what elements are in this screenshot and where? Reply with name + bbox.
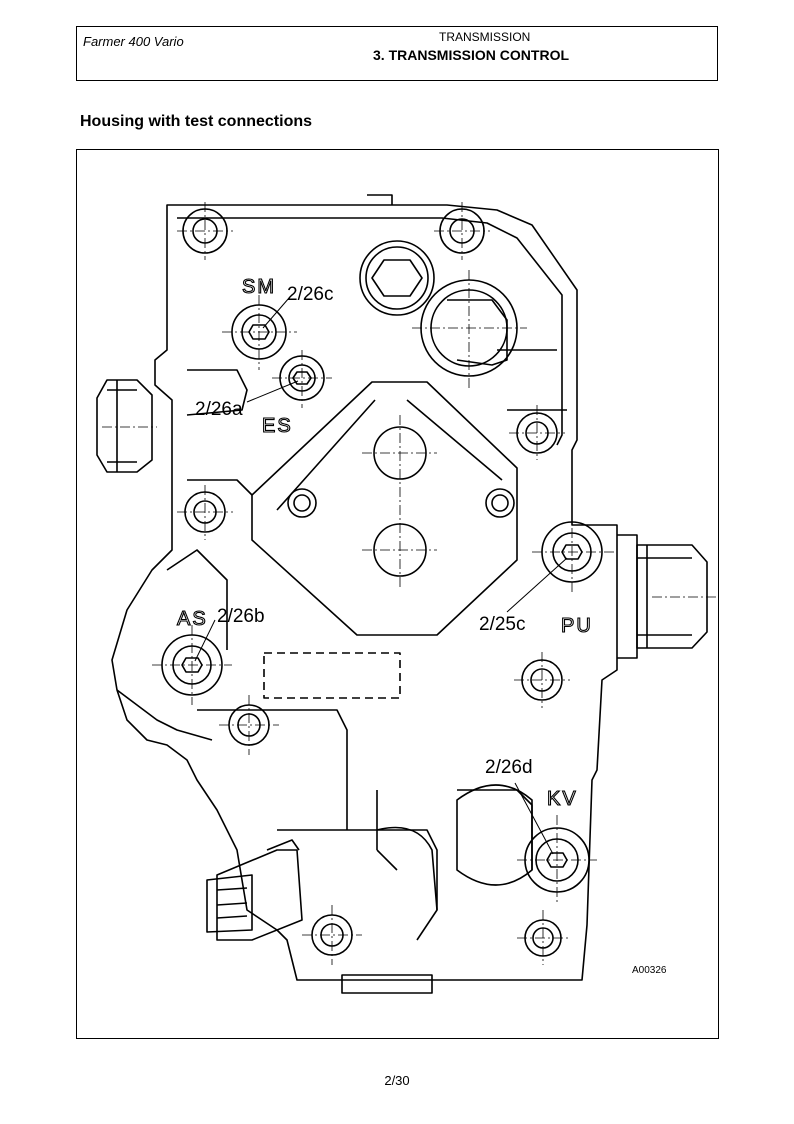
header-section: TRANSMISSION [439, 30, 531, 44]
electrical-connector [216, 849, 303, 941]
label-2-26a: 2/26a [195, 399, 243, 420]
page-header: Farmer 400 Vario TRANSMISSION 3. TRANSMI… [76, 26, 718, 81]
top-plug [359, 240, 435, 316]
housing-drawing: SM 2/26c 2/26a ES AS 2/26b 2/25c PU 2/26… [96, 194, 717, 994]
label-2-26d: 2/26d [485, 757, 533, 778]
label-sm: SM [242, 276, 276, 298]
page-number: 2/30 [384, 1073, 410, 1088]
label-2-26b: 2/26b [217, 606, 265, 627]
housing-outline [111, 204, 618, 981]
label-2-25c: 2/25c [479, 614, 525, 635]
header-chapter: 3. TRANSMISSION CONTROL [373, 47, 570, 63]
figure-frame: SM 2/26c 2/26a ES AS 2/26b 2/25c PU 2/26… [76, 149, 719, 1039]
label-2-26c: 2/26c [287, 284, 333, 305]
central-flange [251, 381, 518, 636]
label-es: ES [262, 415, 293, 437]
label-kv: KV [547, 788, 578, 810]
label-pu: PU [561, 615, 593, 637]
section-title: Housing with test connections [80, 113, 313, 130]
drawing-code: A00326 [632, 965, 667, 976]
left-port-fitting [96, 379, 153, 473]
label-as: AS [177, 608, 208, 630]
header-model: Farmer 400 Vario [83, 34, 184, 49]
